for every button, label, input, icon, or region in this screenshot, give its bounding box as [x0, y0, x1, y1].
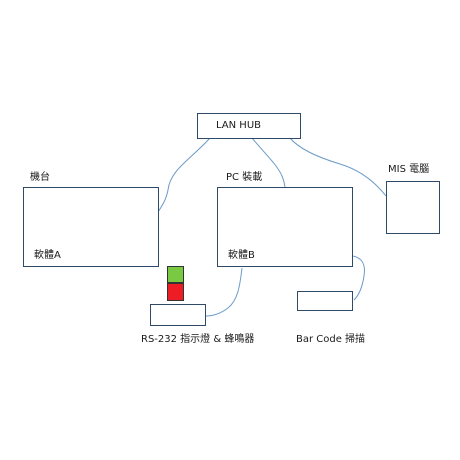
wire-pc-rs232	[205, 267, 243, 317]
rs232-caption: RS-232 指示燈 & 蜂鳴器	[141, 334, 255, 345]
wire-hub-pc	[251, 137, 286, 188]
lan-hub-box: LAN HUB	[197, 113, 301, 139]
machine-caption: 機台	[30, 172, 50, 183]
pc-software-label: 軟體B	[228, 250, 255, 261]
pc-box: 軟體B	[217, 187, 353, 267]
barcode-box	[297, 291, 353, 311]
indicator-light-green	[167, 266, 184, 283]
barcode-caption: Bar Code 掃描	[296, 334, 366, 345]
machine-box: 軟體A	[23, 187, 159, 267]
indicator-light-red	[167, 283, 184, 301]
machine-software-label: 軟體A	[34, 250, 61, 261]
mis-box	[386, 181, 440, 234]
wire-pc-barcode	[352, 255, 365, 301]
lan-hub-label: LAN HUB	[216, 120, 261, 131]
rs232-box	[150, 304, 206, 326]
wire-hub-mis	[289, 137, 387, 197]
pc-caption: PC 裝載	[226, 172, 263, 183]
mis-caption: MIS 電腦	[388, 164, 430, 175]
wire-hub-machine	[157, 137, 211, 213]
